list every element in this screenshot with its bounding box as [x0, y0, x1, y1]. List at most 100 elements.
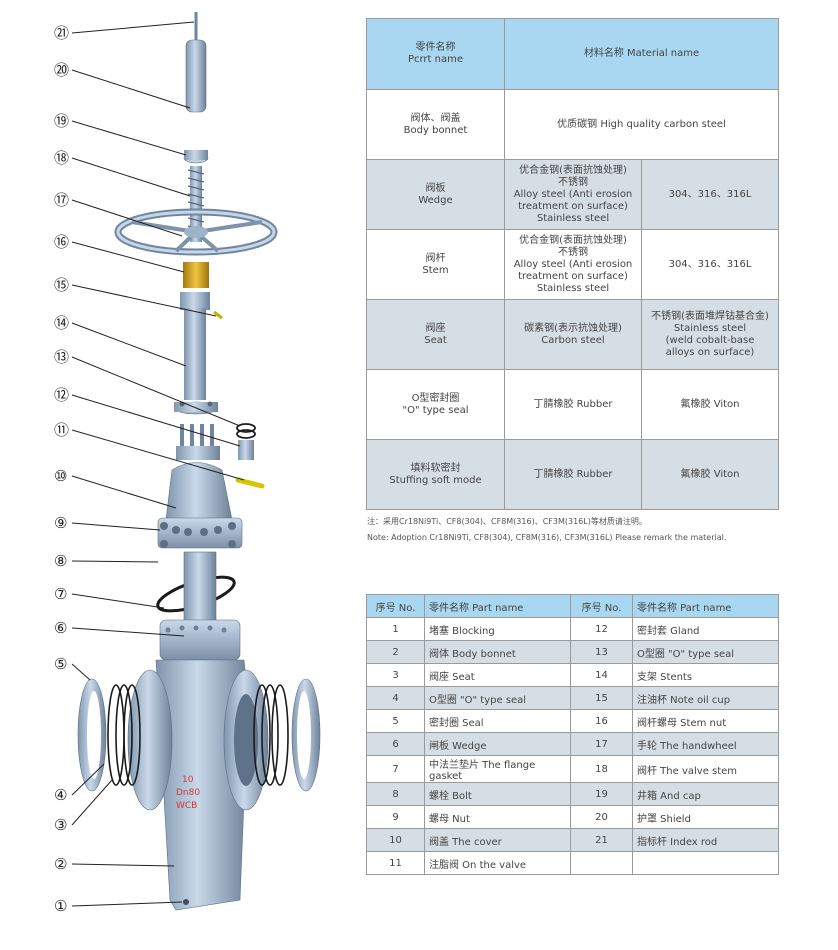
leader-lines [71, 21, 245, 907]
callout-number: ⑧ [54, 552, 67, 570]
callout-number: ② [54, 855, 67, 873]
cell-line: 碳素钢(表示抗蚀处理) [524, 322, 622, 334]
part-number-cell: 6 [366, 732, 425, 756]
part-name-cell: 堵塞 Blocking [424, 617, 571, 641]
cell-line: Stainless steel [673, 322, 747, 334]
cell-line: 零件名称 [415, 42, 456, 53]
part-name-cell: 中法兰垫片 The flange gasket [424, 755, 571, 783]
alt-material-cell: 不锈钢(表面堆焊钴基合金)Stainless steel(weld cobalt… [641, 299, 779, 370]
material-cell: 优质碳钢 High quality carbon steel [504, 89, 779, 160]
cell-line: Carbon steel [541, 334, 605, 346]
part-number-cell: 20 [570, 805, 633, 829]
valve-marking-line-3: WCB [176, 801, 197, 811]
cell-line: 阀板 [425, 182, 446, 194]
material-name-header: 材料名称 Material name [504, 18, 779, 90]
material-note-en: Note: Adoption Cr18Ni9Ti, CF8(304), CF8M… [367, 533, 727, 542]
material-cell: 丁腈橡胶 Rubber [504, 439, 642, 510]
material-cell: 碳素钢(表示抗蚀处理)Carbon steel [504, 299, 642, 370]
cell-line: (weld cobalt-base [665, 334, 755, 346]
callout-number: ⑫ [54, 386, 69, 404]
callout-number: ⑩ [54, 467, 67, 485]
cell-line: Alloy steel (Anti erosion [513, 188, 633, 200]
part-number-cell: 16 [570, 709, 633, 733]
material-cell: 丁腈橡胶 Rubber [504, 369, 642, 440]
stem-nut-part [183, 262, 209, 288]
part-name-cell: 闸板 Wedge [424, 732, 571, 756]
callout-number: ① [54, 897, 67, 915]
o-ring-part [236, 423, 256, 433]
callout-number: ⑤ [54, 655, 67, 673]
callout-number: ⑰ [54, 191, 69, 209]
parts-header-cell: 序号 No. [366, 594, 425, 618]
handwheel-part [114, 208, 278, 256]
part-name-cell: 指标杆 Index rod [632, 828, 779, 852]
alt-material-cell: 304、316、316L [641, 159, 779, 230]
callout-number: ⑲ [54, 112, 69, 130]
part-name-cell: 螺母 Nut [424, 805, 571, 829]
callout-number: ④ [54, 786, 67, 804]
part-number-cell: 14 [570, 663, 633, 687]
callout-number: ⑬ [54, 348, 69, 366]
cell-line: 优质碳钢 High quality carbon steel [557, 118, 726, 130]
part-name-cell: 手轮 The handwheel [632, 732, 779, 756]
alt-material-cell: 氟橡胶 Viton [641, 439, 779, 510]
part-number-cell [570, 851, 633, 875]
part-number-cell: 11 [366, 851, 425, 875]
cell-line: Stainless steel [536, 282, 610, 294]
cell-line: treatment on surface) [518, 200, 628, 212]
part-number-cell: 21 [570, 828, 633, 852]
part-name-cell: 阀座 Seat [424, 663, 571, 687]
cell-line: 304、316、316L [668, 188, 752, 200]
callout-number: ⑨ [54, 514, 67, 532]
grease-valve-part [235, 477, 265, 489]
cell-line: treatment on surface) [518, 270, 628, 282]
part-cell: O型密封圈"O" type seal [366, 369, 505, 440]
valve-marking-line-1: 10 [182, 775, 194, 785]
cell-line: 不锈钢 [558, 246, 588, 258]
spring-right-part [253, 684, 289, 786]
shield-part [185, 39, 207, 113]
part-number-cell: 5 [366, 709, 425, 733]
material-note-cn: 注：采用Cr18Ni9Ti、CF8(304)、CF8M(316)、CF3M(31… [367, 517, 647, 526]
cell-line: 阀座 [425, 322, 446, 334]
cap-part [184, 150, 208, 160]
part-name-cell: O型圈 "O" type seal [424, 686, 571, 710]
part-number-cell: 7 [366, 755, 425, 783]
part-number-cell: 19 [570, 782, 633, 806]
valve-marking-line-2: Dn80 [176, 788, 200, 798]
parts-header-cell: 零件名称 Part name [424, 594, 571, 618]
cell-line: alloys on surface) [665, 346, 755, 358]
part-number-cell: 15 [570, 686, 633, 710]
cell-line: 氟橡胶 Viton [680, 468, 740, 480]
cell-line: "O" type seal [402, 404, 469, 416]
cell-line: 不锈钢 [558, 176, 588, 188]
callout-number: ⑮ [54, 276, 69, 294]
cell-line: Stuffing soft mode [389, 474, 482, 486]
cell-line: Seat [424, 334, 447, 346]
parts-header-cell: 序号 No. [570, 594, 633, 618]
callout-number: ⑥ [54, 619, 67, 637]
part-number-cell: 2 [366, 640, 425, 664]
part-name-cell: 注油杯 Note oil cup [632, 686, 779, 710]
body-part [127, 619, 269, 911]
cell-line: O型密封圈 [411, 392, 460, 404]
part-number-cell: 4 [366, 686, 425, 710]
part-number-cell: 17 [570, 732, 633, 756]
callout-number: ⑦ [54, 585, 67, 603]
alt-material-cell: 氟橡胶 Viton [641, 369, 779, 440]
gland-part [238, 440, 254, 460]
cell-line: 阀体、阀盖 [410, 112, 461, 124]
